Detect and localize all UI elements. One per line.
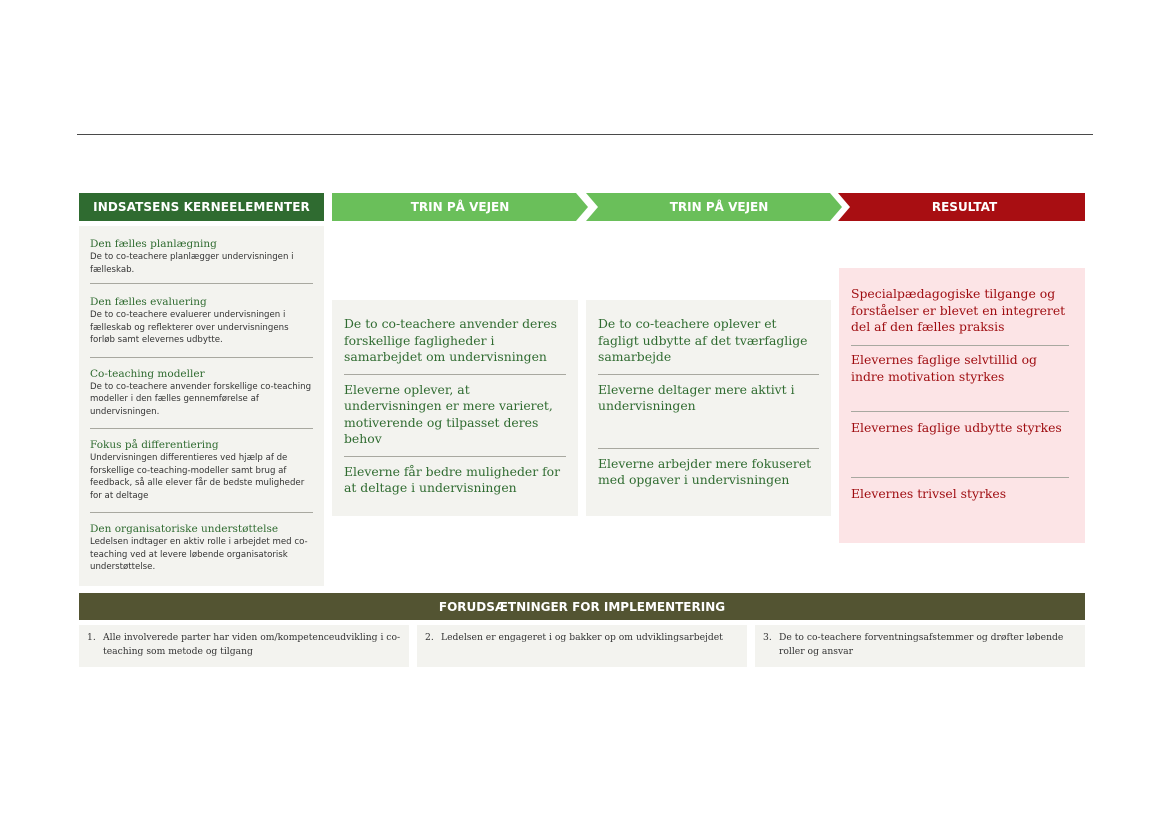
prerequisites-title: FORUDSÆTNINGER FOR IMPLEMENTERING bbox=[438, 599, 726, 614]
core-element-desc: De to co-teachere planlægger undervisnin… bbox=[90, 252, 294, 275]
core-element-title: Co-teaching modeller bbox=[90, 367, 205, 380]
step1-item: Eleverne får bedre muligheder for at del… bbox=[344, 463, 561, 496]
result-header-label: RESULTAT bbox=[931, 200, 998, 214]
result-item: Specialpædagogiske tilgange og forståels… bbox=[851, 286, 1069, 346]
step2-arrow bbox=[586, 193, 842, 221]
step2-box: De to co-teachere oplever et fagligt udb… bbox=[586, 300, 831, 516]
core-element-item: Fokus på differentiering Undervisningen … bbox=[90, 439, 313, 513]
core-element-desc: Undervisningen differentieres ved hjælp … bbox=[90, 453, 305, 501]
core-element-item: Den organisatoriske understøttelse Ledel… bbox=[90, 523, 313, 582]
step1-item: Eleverne oplever, at undervisningen er m… bbox=[344, 382, 566, 457]
prerequisite-number: 3. bbox=[763, 632, 772, 643]
step2-item: Eleverne deltager mere aktivt i undervis… bbox=[598, 382, 819, 449]
process-arrows: TRIN PÅ VEJEN TRIN PÅ VEJEN RESULTAT bbox=[332, 193, 1085, 221]
core-elements-panel: Den fælles planlægning De to co-teachere… bbox=[79, 226, 324, 586]
prerequisite-item: 2. Ledelsen er engageret i og bakker op … bbox=[417, 625, 747, 667]
prerequisite-text: Alle involverede parter har viden om/kom… bbox=[103, 632, 401, 657]
prerequisite-text: De to co-teachere forventningsafstemmer … bbox=[779, 632, 1064, 657]
core-element-item: Den fælles evaluering De to co-teachere … bbox=[90, 296, 313, 358]
core-element-title: Den fælles planlægning bbox=[90, 238, 217, 250]
step2-item: De to co-teachere oplever et fagligt udb… bbox=[598, 316, 819, 375]
core-element-item: Den fælles planlægning De to co-teachere… bbox=[90, 238, 313, 284]
step1-box: De to co-teachere anvender deres forskel… bbox=[332, 300, 578, 516]
prerequisite-text: Ledelsen er engageret i og bakker op om … bbox=[441, 632, 723, 643]
result-item: Elevernes faglige udbytte styrkes bbox=[851, 412, 1069, 478]
step1-header-label: TRIN PÅ VEJEN bbox=[410, 200, 510, 214]
core-element-title: Den organisatoriske understøttelse bbox=[90, 523, 279, 535]
core-element-title: Den fælles evaluering bbox=[90, 296, 207, 308]
result-item: Elevernes faglige selvtillid og indre mo… bbox=[851, 346, 1069, 412]
core-element-title: Fokus på differentiering bbox=[90, 439, 219, 451]
core-elements-header: INDSATSENS KERNEELEMENTER bbox=[79, 193, 324, 221]
prerequisite-number: 1. bbox=[87, 632, 96, 643]
prerequisites-header: FORUDSÆTNINGER FOR IMPLEMENTERING bbox=[79, 593, 1085, 620]
prerequisite-item: 3. De to co-teachere forventningsafstemm… bbox=[755, 625, 1085, 667]
step1-item: De to co-teachere anvender deres forskel… bbox=[344, 316, 566, 375]
core-elements-header-label: INDSATSENS KERNEELEMENTER bbox=[93, 200, 310, 214]
top-divider bbox=[77, 134, 1093, 135]
result-arrow bbox=[838, 193, 1085, 221]
prerequisite-number: 2. bbox=[425, 632, 434, 643]
core-element-desc: Ledelsen indtager en aktiv rolle i arbej… bbox=[90, 537, 308, 572]
step1-arrow bbox=[332, 193, 588, 221]
prerequisite-item: 1. Alle involverede parter har viden om/… bbox=[79, 625, 409, 667]
step2-item: Eleverne arbejder mere fokuseret med opg… bbox=[598, 455, 812, 488]
step2-header-label: TRIN PÅ VEJEN bbox=[669, 200, 769, 214]
result-item: Elevernes trivsel styrkes bbox=[851, 486, 1007, 501]
result-box: Specialpædagogiske tilgange og forståels… bbox=[839, 268, 1085, 543]
core-element-desc: De to co-teachere evaluerer undervisning… bbox=[90, 310, 289, 345]
core-element-desc: De to co-teachere anvender forskellige c… bbox=[90, 381, 312, 417]
core-element-item: Co-teaching modeller De to co-teachere a… bbox=[90, 367, 313, 429]
